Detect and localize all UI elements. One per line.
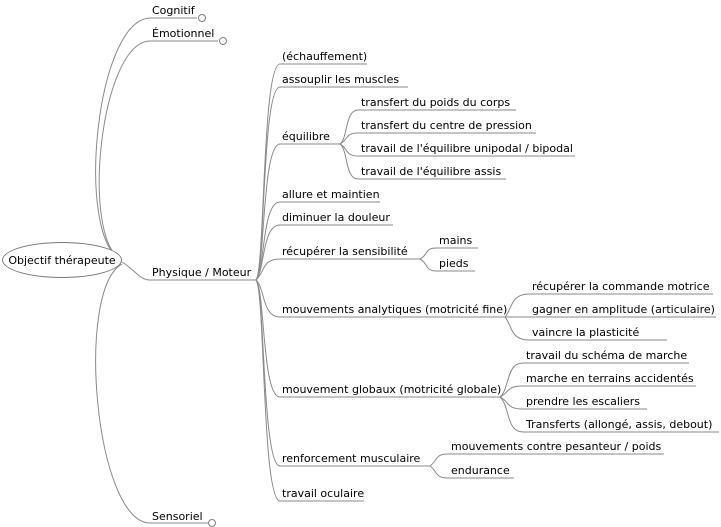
connector-glo-4	[499, 396, 524, 433]
root-node[interactable]: Objectif thérapeute	[2, 242, 122, 278]
node-renforcement-item[interactable]: mouvements contre pesanteur / poids	[451, 440, 662, 453]
connector-eq-2	[339, 132, 359, 145]
branch-sensoriel[interactable]: Sensoriel	[152, 510, 203, 523]
node-analytiques[interactable]: mouvements analytiques (motricité fine)	[282, 303, 508, 316]
connector-ren-1	[429, 453, 449, 467]
node-equilibre-item[interactable]: transfert du poids du corps	[361, 96, 511, 109]
branch-emotionnel[interactable]: Émotionnel	[152, 27, 215, 40]
connector-root-sensoriel	[95, 263, 151, 524]
connector-glo-3	[499, 396, 524, 410]
node-renforcement[interactable]: renforcement musculaire	[282, 452, 421, 465]
node-analytiques-item[interactable]: récupérer la commande motrice	[532, 280, 710, 293]
node-sensibilite-item[interactable]: pieds	[439, 257, 469, 270]
node-equilibre-item[interactable]: transfert du centre de pression	[361, 119, 532, 132]
connector-eq-3	[339, 143, 359, 157]
node-analytiques-item[interactable]: vaincre la plasticité	[532, 326, 640, 339]
connector-root-cognitif	[95, 17, 151, 261]
connector-sens-1	[419, 247, 437, 260]
connector-glo-1	[499, 362, 524, 398]
connector-root-physique	[121, 261, 151, 281]
node-globaux[interactable]: mouvement globaux (motricité globale)	[282, 383, 502, 396]
node-equilibre-item[interactable]: travail de l'équilibre assis	[361, 165, 502, 178]
connector-root-emotionnel	[98, 40, 151, 261]
node-renforcement-item[interactable]: endurance	[451, 464, 510, 477]
branch-cognitif[interactable]: Cognitif	[152, 4, 195, 17]
node-equilibre[interactable]: équilibre	[282, 130, 330, 143]
node-analytiques-item[interactable]: gagner en amplitude (articulaire)	[532, 303, 715, 316]
cognitif-expand-icon[interactable]	[198, 14, 206, 22]
connector-glo-2	[499, 385, 524, 398]
connector-ren-2	[429, 465, 449, 479]
node-assouplir[interactable]: assouplir les muscles	[282, 73, 400, 86]
node-oculaire[interactable]: travail oculaire	[282, 487, 365, 500]
connector-ana-1	[504, 293, 530, 318]
node-sensibilite-item[interactable]: mains	[439, 234, 473, 247]
node-globaux-item[interactable]: prendre les escaliers	[526, 395, 641, 408]
connector-sens-2	[419, 258, 437, 272]
node-sensibilite[interactable]: récupérer la sensibilité	[282, 245, 408, 258]
node-globaux-item[interactable]: marche en terrains accidentés	[526, 372, 694, 385]
connector-ana-3	[504, 316, 530, 341]
node-globaux-item[interactable]: Transferts (allongé, assis, debout)	[526, 418, 713, 431]
emotionnel-expand-icon[interactable]	[219, 37, 227, 45]
branch-physique[interactable]: Physique / Moteur	[152, 266, 252, 279]
connector-eq-4	[339, 143, 359, 180]
connector-oculaire	[255, 279, 281, 502]
node-echauffement[interactable]: (échauffement)	[282, 50, 368, 63]
connector-douleur	[255, 224, 281, 281]
root-label: Objectif thérapeute	[8, 253, 116, 267]
node-allure[interactable]: allure et maintien	[282, 188, 380, 201]
connector-eq-1	[339, 109, 359, 145]
connector-allure	[255, 201, 281, 281]
node-equilibre-item[interactable]: travail de l'équilibre unipodal / bipoda…	[361, 142, 573, 155]
node-globaux-item[interactable]: travail du schéma de marche	[526, 349, 688, 362]
node-douleur[interactable]: diminuer la douleur	[282, 211, 390, 224]
connector-sensibilite	[255, 258, 281, 281]
